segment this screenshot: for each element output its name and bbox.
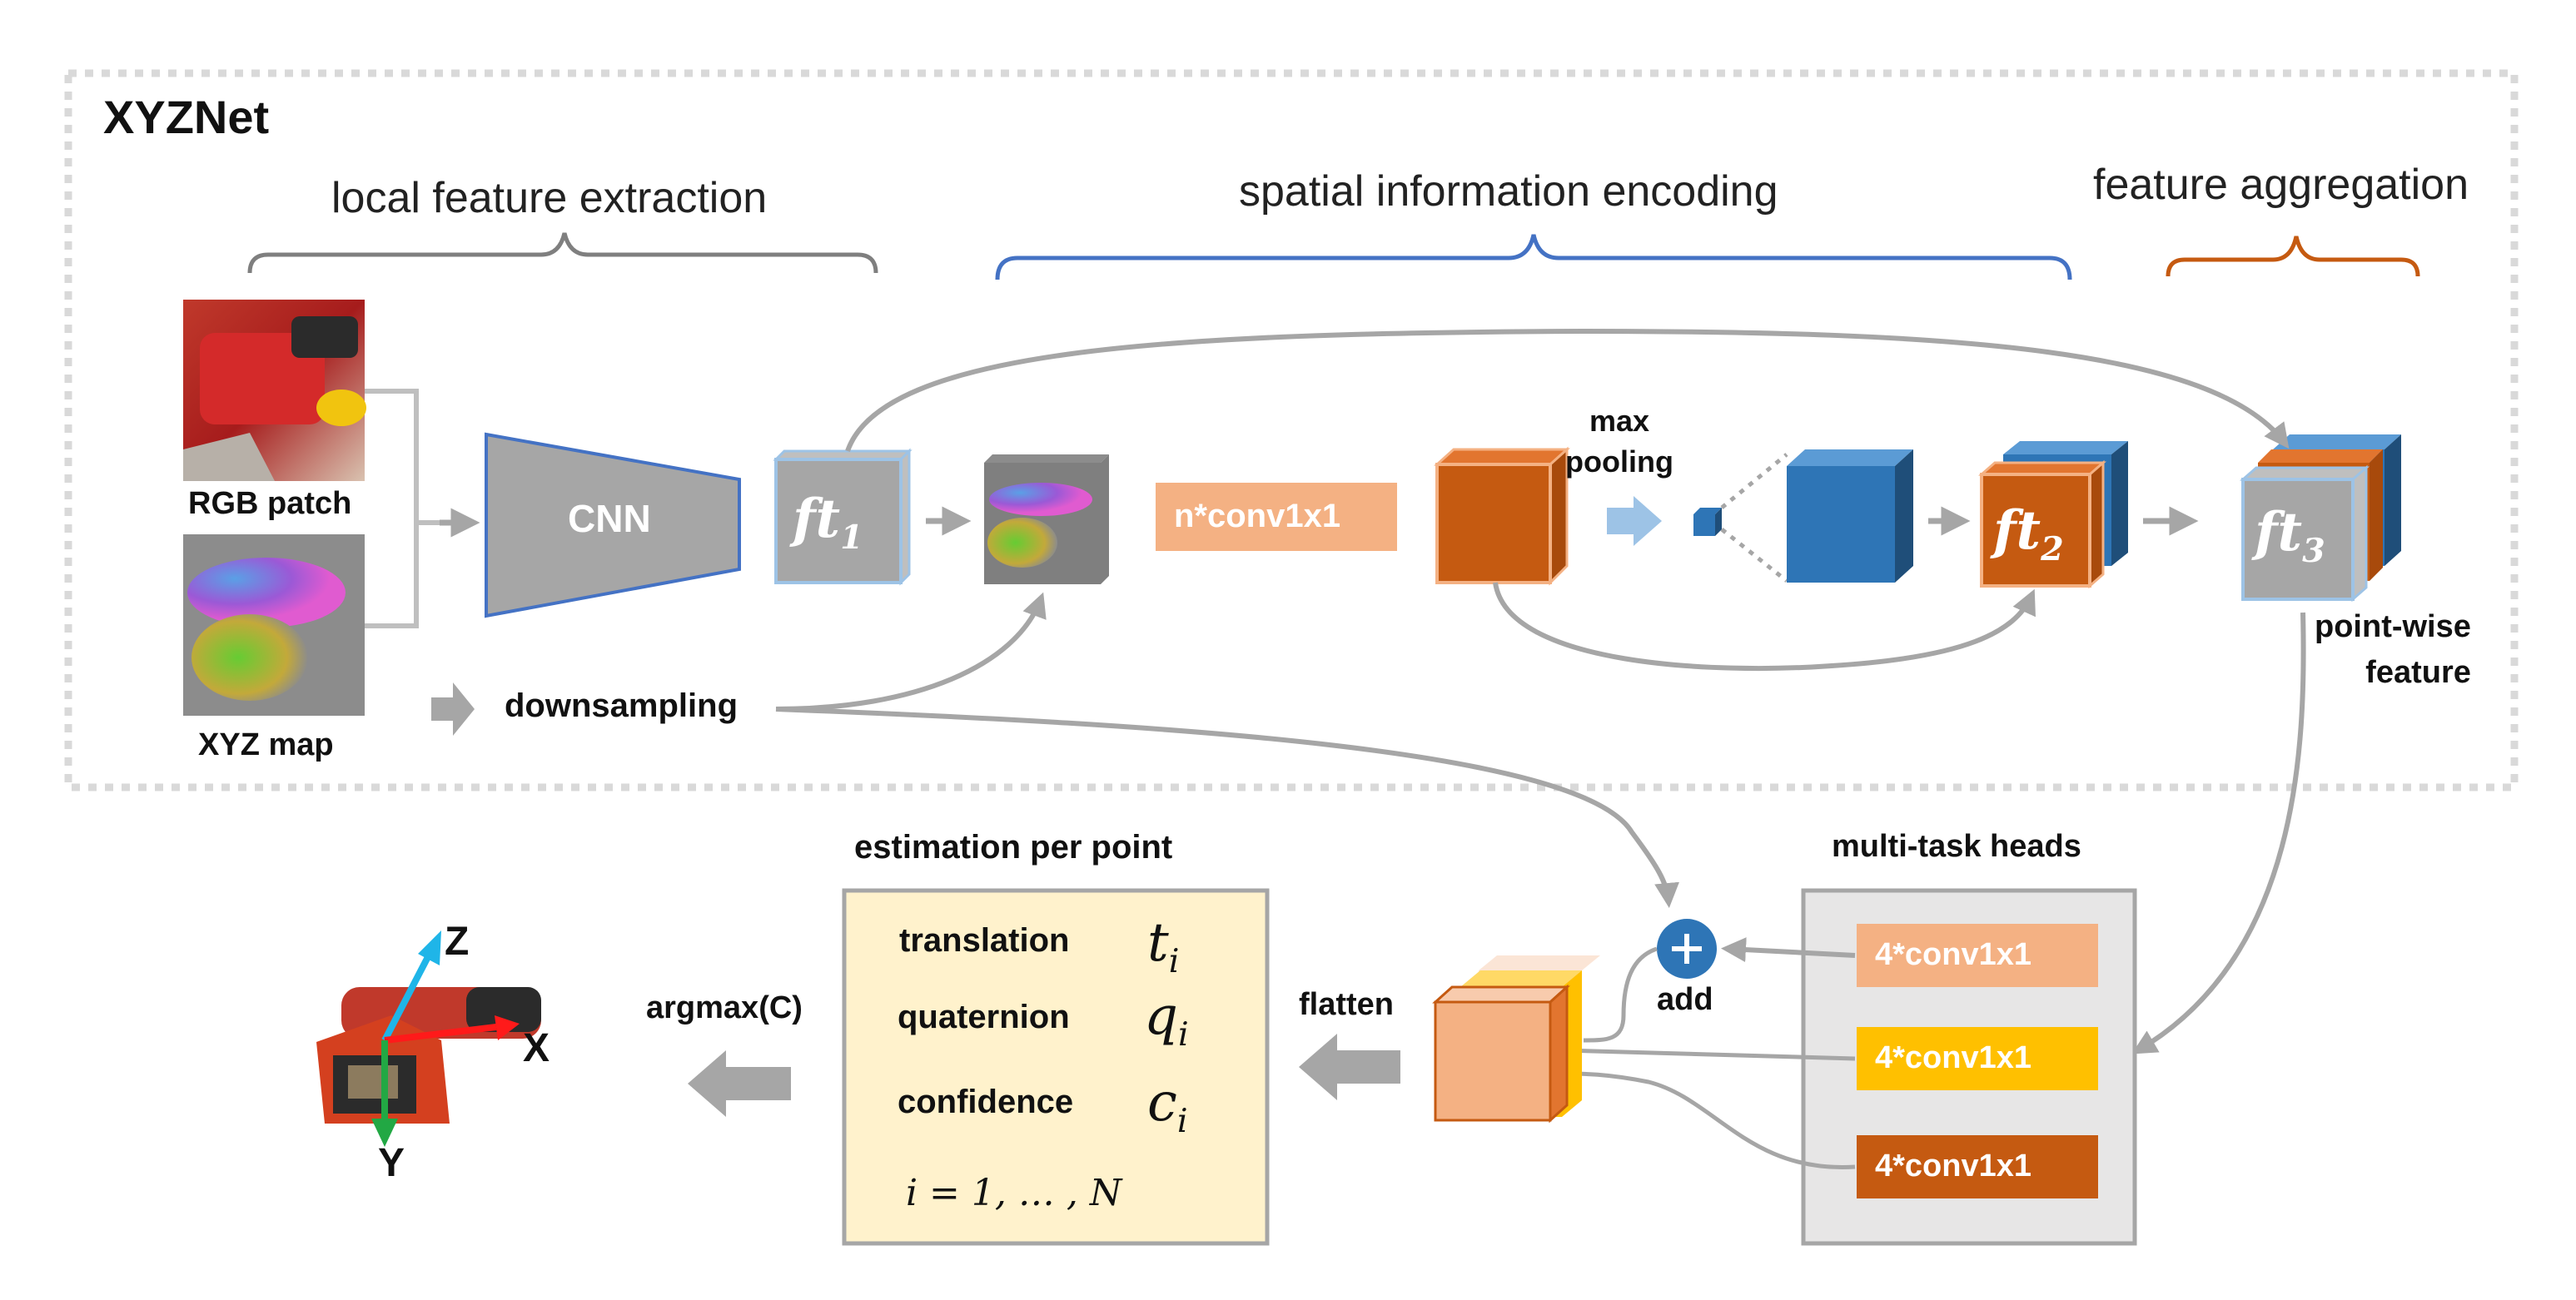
est-row-2-label: quaternion [898,999,1070,1035]
section-spatial-label: spatial information encoding [1239,167,1778,216]
output-cube [1432,955,1600,1124]
heads-title: multi-task heads [1832,829,2081,864]
ft3-cube [2240,434,2401,603]
estimation-title: estimation per point [854,829,1173,866]
axis-y-label: Y [378,1141,405,1185]
est-row-3-label: confidence [898,1084,1074,1120]
head-conv-3-label: 4*conv1x1 [1875,1149,2032,1183]
pointwise-feature-label: point-wise feature [2315,609,2471,691]
est-row-2-sym: q [1144,985,1178,1047]
ft1-cube [773,448,913,586]
downsampling-label: downsampling [505,687,738,724]
head1-to-add [1721,937,1856,963]
brace-spatial [995,234,2072,280]
ft3-label: ft3 [2255,501,2325,570]
ft2-subscript: 2 [2041,529,2064,568]
downsampled-feature-cube [984,454,1109,584]
skip-ft1-ft3 [845,328,2290,452]
est-row-3-sym: c [1147,1072,1177,1134]
rgb-patch-label: RGB patch [188,486,352,521]
ft3-to-heads [2131,612,2306,1054]
rgb-patch-image [183,300,366,481]
est-row-1-sym: t [1147,912,1169,974]
max-pooling-label: max pooling [1565,404,1673,479]
est-row-1-sub: i [1168,941,1180,980]
head-conv-3 [1857,1135,2098,1198]
downsample-to-add [775,707,1680,908]
axis-x-label: X [523,1026,550,1070]
xyz-map-image [183,534,365,716]
ft1-label: ft1 [793,488,863,557]
pooled-small-cube [1693,508,1722,536]
add-plus-glyph [1672,934,1702,964]
axis-z-label: Z [445,920,470,964]
est-row-3-sub: i [1176,1101,1188,1140]
est-row-3-symbol: ci [1147,1072,1188,1140]
ft2-text: ft [1993,499,2041,562]
input-merge-line [365,389,456,628]
estimation-range: i = 1, … , N [906,1172,1122,1214]
cnn-block [485,432,741,618]
section-local-label: local feature extraction [331,174,768,222]
est-row-1-symbol: ti [1147,912,1179,980]
argmax-arrow [688,1050,791,1117]
estimation-panel [842,888,1270,1246]
ft3-subscript: 3 [2302,531,2325,570]
diagram-title: XYZNet [103,91,270,143]
add-to-cube [1583,946,1658,1043]
head-conv-1 [1857,924,2098,987]
downsampling-arrow [431,682,475,736]
ft1-subscript: 1 [840,518,863,557]
brace-local [247,232,878,274]
est-row-2-symbol: qi [1144,985,1189,1054]
head-conv-2-label: 4*conv1x1 [1875,1040,2032,1075]
head-conv-1-label: 4*conv1x1 [1875,937,2032,972]
xyz-map-label: XYZ map [198,727,334,762]
head3-to-cube [1564,1071,1856,1169]
cnn-label: CNN [568,497,651,540]
section-aggregation-label: feature aggregation [2093,161,2469,209]
expansion-lines [1720,453,1788,583]
brace-aggregation [2166,236,2420,277]
max-pooling-arrow [1607,496,1662,546]
downsample-to-feature [775,592,1047,712]
axis-x-head [495,1015,520,1040]
flatten-label: flatten [1299,987,1394,1022]
axis-z-head [418,930,441,965]
argmax-label: argmax(C) [646,990,803,1025]
ft2-label: ft2 [1993,499,2064,568]
axis-y-head [371,1119,398,1147]
ft1-text: ft [793,488,841,550]
axis-z [381,949,435,1042]
xyznet-frame [64,69,2519,791]
flatten-arrow [1299,1034,1400,1100]
head-conv-2 [1857,1027,2098,1090]
skip-orange-ft2 [1493,582,2036,672]
axis-x [384,1024,497,1044]
n-conv-box [1156,483,1397,551]
add-label: add [1657,982,1713,1017]
head2-to-cube [1564,1048,1856,1061]
est-row-2-sub: i [1177,1015,1189,1054]
drill-object-image [316,987,541,1124]
ft2-cube [1978,441,2128,589]
upsampled-blue-cube [1787,449,1913,583]
orange-feature-cube [1434,446,1570,586]
est-row-1-label: translation [899,922,1070,959]
ft3-text: ft [2255,501,2303,563]
n-conv-label: n*conv1x1 [1174,498,1341,534]
